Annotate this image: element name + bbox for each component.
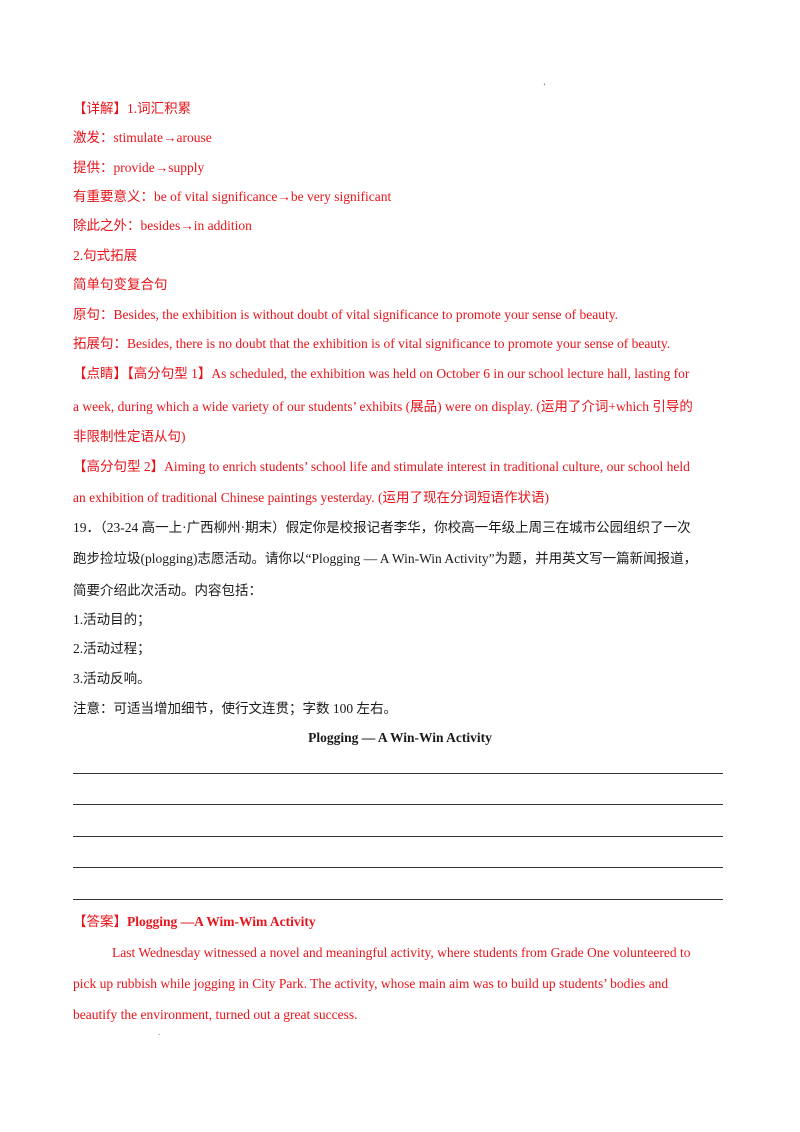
answer-heading: 【答案】Plogging —A Wim-Wim Activity — [73, 913, 733, 931]
writing-line — [73, 773, 723, 774]
answer-title: Plogging —A Wim-Wim Activity — [127, 914, 316, 929]
original-sentence: 原句：Besides, the exhibition is without do… — [73, 307, 619, 322]
writing-line — [73, 899, 723, 900]
question-line-1: 19．（23-24 高一上·广西柳州·期末）假定你是校报记者李华，你校高一年级上… — [73, 520, 691, 535]
highlight-pattern-2-line-1: 【高分句型 2】Aiming to enrich students’ schoo… — [73, 459, 690, 474]
answer-line-3: beautify the environment, turned out a g… — [73, 1007, 358, 1022]
essay-title: Plogging — A Win-Win Activity — [308, 730, 492, 745]
sentence-heading: 2.句式拓展 — [73, 248, 138, 263]
question-note: 注意：可适当增加细节，使行文连贯；字数 100 左右。 — [73, 701, 397, 716]
sentence-subheading: 简单句变复合句 — [73, 277, 168, 292]
question-line-2: 跑步捡垃圾(plogging)志愿活动。请你以“Plogging — A Win… — [73, 551, 698, 566]
highlight-pattern-2-line-2: an exhibition of traditional Chinese pai… — [73, 490, 550, 505]
writing-line — [73, 867, 723, 868]
highlight-pattern-1-line-2: a week, during which a wide variety of o… — [73, 399, 693, 414]
page-mark: . — [158, 1028, 160, 1037]
answer-line-2: pick up rubbish while jogging in City Pa… — [73, 976, 669, 991]
requirement-item: 1.活动目的； — [73, 612, 151, 627]
detail-heading-line: 【详解】1.词汇积累 — [73, 100, 733, 118]
expanded-sentence: 拓展句：Besides, there is no doubt that the … — [73, 336, 671, 351]
highlight-pattern-1-line-3: 非限制性定语从句) — [73, 429, 186, 444]
highlight-label: 【点睛】 — [73, 366, 127, 381]
requirement-item: 3.活动反响。 — [73, 671, 151, 686]
page-mark: ’ — [543, 82, 546, 91]
vocab-item: 有重要意义：be of vital significance→be very s… — [73, 189, 392, 204]
highlight-pattern-1-line-1: 【点睛】【高分句型 1】As scheduled, the exhibition… — [73, 365, 733, 383]
answer-label: 【答案】 — [73, 914, 127, 929]
question-line-3: 简要介绍此次活动。内容包括： — [73, 583, 262, 598]
detail-heading: 1.词汇积累 — [127, 101, 192, 116]
writing-line — [73, 804, 723, 805]
vocab-item: 提供：provide→supply — [73, 160, 205, 175]
detail-label: 【详解】 — [73, 101, 127, 116]
vocab-item: 除此之外：besides→in addition — [73, 218, 252, 233]
answer-line-1: Last Wednesday witnessed a novel and mea… — [112, 945, 691, 960]
requirement-item: 2.活动过程； — [73, 641, 151, 656]
writing-line — [73, 836, 723, 837]
vocab-item: 激发：stimulate→arouse — [73, 130, 212, 145]
highlight-text: 【高分句型 1】As scheduled, the exhibition was… — [127, 366, 690, 381]
